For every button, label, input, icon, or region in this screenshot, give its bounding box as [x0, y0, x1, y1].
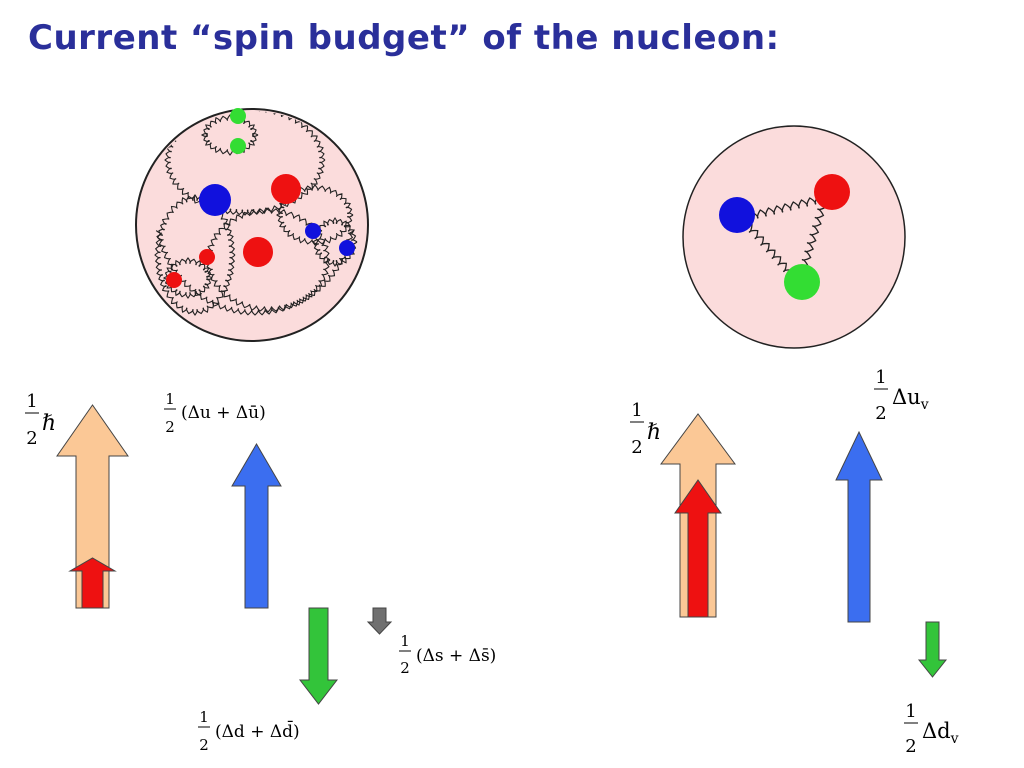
u-quark-arrow: [231, 443, 282, 609]
frac-den: 2: [26, 428, 37, 449]
quark-blue-small: [305, 223, 321, 239]
nucleon-valence-picture: [682, 125, 906, 349]
d-quark-arrow: [298, 607, 339, 705]
quark-green: [784, 264, 820, 300]
frac-den: 2: [631, 437, 642, 458]
gluon-curl: [164, 111, 326, 216]
gluon-curl: [751, 195, 819, 219]
frac-num: 1: [199, 708, 209, 726]
s-quark-arrow: [366, 607, 393, 635]
expr-subscript: v: [950, 731, 959, 747]
gluon-curl: [801, 206, 827, 267]
label-delta-u-valence: 1 2 Δuv: [874, 367, 929, 424]
expr-text: Δdv: [922, 719, 959, 747]
frac-num: 1: [165, 390, 175, 408]
frac-num: 1: [875, 367, 886, 388]
quark-red-small-2: [166, 272, 182, 288]
d-valence-arrow: [917, 621, 948, 678]
quark-blue: [719, 197, 755, 233]
gluon-contribution-arrow-left: [68, 557, 117, 609]
hbar-symbol: ℏ: [42, 411, 56, 436]
expr-subscript: v: [920, 397, 929, 413]
label-delta-d-dbar: 1 2 (Δd + Δd̄): [198, 708, 300, 754]
frac-num: 1: [905, 701, 916, 722]
gluon-contribution-arrow-right: [674, 479, 722, 618]
hbar-symbol: ℏ: [647, 420, 661, 445]
frac-num: 1: [400, 632, 410, 650]
frac-num: 1: [631, 400, 642, 421]
label-delta-u-ubar: 1 2 (Δu + Δū): [164, 390, 266, 436]
label-delta-d-valence: 1 2 Δdv: [904, 701, 959, 757]
nucleon-disk-right: [682, 125, 906, 349]
gluon-curl: [748, 223, 793, 273]
label-half-hbar-right: 1 2 ℏ: [630, 400, 661, 458]
quark-red-large: [271, 174, 301, 204]
frac-den: 2: [199, 736, 209, 754]
quark-blue-small-2: [339, 240, 355, 256]
quark-red-center: [243, 237, 273, 267]
frac-num: 1: [26, 391, 37, 412]
quark-red-small: [199, 249, 215, 265]
gluon-curl: [312, 217, 358, 267]
frac-den: 2: [165, 418, 175, 436]
expr-text: (Δd + Δd̄): [215, 719, 300, 742]
gluon-curl: [276, 184, 354, 246]
quark-red: [814, 174, 850, 210]
quark-green-top-2: [230, 138, 246, 154]
label-half-hbar-left: 1 2 ℏ: [25, 391, 56, 449]
nucleon-disk-left: [135, 108, 369, 342]
expr-text: Δuv: [892, 385, 929, 413]
label-delta-s-sbar: 1 2 (Δs + Δs̄): [399, 632, 496, 677]
gluon-springs: [748, 195, 827, 273]
gluon-curl: [155, 230, 355, 316]
quark-blue-large: [199, 184, 231, 216]
nucleon-sea-picture: [135, 108, 369, 342]
expr-text: (Δs + Δs̄): [416, 646, 496, 666]
expr-main: Δu: [892, 385, 921, 409]
slide-title: Current “spin budget” of the nucleon:: [28, 18, 780, 58]
expr-main: Δd: [922, 719, 951, 743]
frac-den: 2: [875, 403, 886, 424]
u-valence-arrow: [835, 430, 883, 623]
spin-arrow-left: [56, 404, 129, 609]
quark-green-top: [230, 108, 246, 124]
frac-den: 2: [400, 659, 410, 677]
expr-text: (Δu + Δū): [181, 403, 266, 423]
frac-den: 2: [905, 736, 916, 757]
